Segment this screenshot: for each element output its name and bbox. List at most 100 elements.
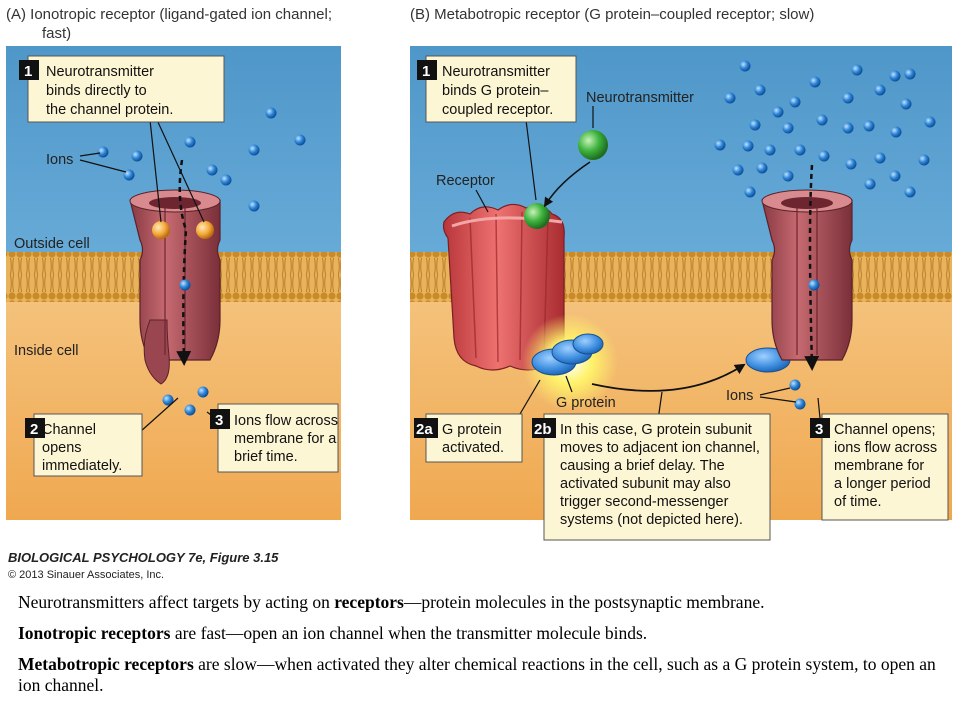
svg-text:Neurotransmitter: Neurotransmitter (442, 64, 550, 80)
ion-particle (97, 146, 109, 158)
caption-line-2: Ionotropic receptors are fast—open an io… (18, 623, 648, 643)
ion-particle (816, 114, 828, 126)
step-number: 2a (416, 421, 433, 438)
ion-particle (794, 144, 806, 156)
svg-text:systems (not depicted here).: systems (not depicted here). (560, 512, 743, 528)
ion-particle (206, 164, 218, 176)
step-number: 2 (30, 421, 38, 438)
step-box-3b: 3 Channel opens; ions flow across membra… (810, 413, 949, 521)
ion-particle (889, 70, 901, 82)
panel-b: (B) Metabotropic receptor (G protein–cou… (410, 6, 952, 541)
svg-text:binds directly to: binds directly to (46, 83, 147, 99)
label-neurotransmitter: Neurotransmitter (586, 90, 694, 106)
ion-particle (842, 122, 854, 134)
ion-particle (220, 174, 232, 186)
label-ions-a: Ions (46, 152, 73, 168)
step-box-2a: 2 Channel opens immediately. (25, 413, 143, 477)
svg-text:the channel protein.: the channel protein. (46, 102, 173, 118)
svg-text:opens: opens (42, 440, 82, 456)
ion-particle (756, 162, 768, 174)
svg-text:In this case, G protein subuni: In this case, G protein subunit (560, 422, 752, 438)
neurotransmitter-bound-b (524, 203, 550, 229)
svg-text:Neurotransmitter: Neurotransmitter (46, 64, 154, 80)
ion-particle (732, 164, 744, 176)
svg-text:activated subunit may also: activated subunit may also (560, 476, 731, 492)
svg-text:binds G protein–: binds G protein– (442, 83, 549, 99)
ion-particle (782, 170, 794, 182)
step-box-1a: 1 Neurotransmitter binds directly to the… (19, 55, 225, 123)
ion-particle (904, 68, 916, 80)
ion-particle (184, 404, 196, 416)
ion-particle (794, 398, 806, 410)
g-protein (531, 333, 604, 376)
label-g-protein: G protein (556, 395, 616, 411)
ion-particle (772, 106, 784, 118)
label-outside-cell: Outside cell (14, 236, 90, 252)
svg-text:G protein: G protein (442, 422, 502, 438)
svg-text:Ions flow across: Ions flow across (234, 413, 338, 429)
ion-particle (889, 170, 901, 182)
neurotransmitter-bound-right (196, 221, 214, 239)
panel-a: (A) Ionotropic receptor (ligand-gated io… (6, 6, 341, 520)
step-number: 1 (422, 63, 430, 80)
ion-particle (904, 186, 916, 198)
copyright-line: © 2013 Sinauer Associates, Inc. (8, 569, 164, 581)
ion-particle (789, 379, 801, 391)
panel-a-title-line2: fast) (42, 25, 71, 42)
step-number: 3 (215, 412, 223, 429)
ion-particle (754, 84, 766, 96)
step-number: 3 (815, 421, 823, 438)
ion-particle (818, 150, 830, 162)
label-inside-cell: Inside cell (14, 343, 78, 359)
ions-panel-a (97, 107, 306, 416)
ions-leader-a (79, 152, 101, 157)
caption-line-1: Neurotransmitters affect targets by acti… (18, 592, 765, 612)
ion-particle (248, 200, 260, 212)
ion-particle (184, 136, 196, 148)
ion-particle (744, 186, 756, 198)
svg-text:membrane for a: membrane for a (234, 431, 337, 447)
svg-text:of time.: of time. (834, 494, 882, 510)
svg-text:immediately.: immediately. (42, 458, 122, 474)
step-number: 2b (534, 421, 552, 438)
ion-particle (742, 140, 754, 152)
ions-panel-b (714, 60, 936, 410)
svg-text:brief time.: brief time. (234, 449, 298, 465)
step-box-1b: 1 Neurotransmitter binds G protein– coup… (417, 55, 577, 123)
ion-particle (918, 154, 930, 166)
panel-a-title-line1: (A) Ionotropic receptor (ligand-gated io… (6, 6, 332, 23)
ion-particle (179, 279, 191, 291)
label-receptor: Receptor (436, 173, 495, 189)
svg-text:Channel: Channel (42, 422, 96, 438)
ion-particle (808, 279, 820, 291)
subunit-move-arrow (591, 363, 746, 392)
ion-particle (749, 119, 761, 131)
panel-b-title: (B) Metabotropic receptor (G protein–cou… (410, 6, 814, 23)
label-ions-b: Ions (726, 388, 753, 404)
svg-text:causing a brief delay. The: causing a brief delay. The (560, 458, 725, 474)
ion-particle (131, 150, 143, 162)
ion-particle (845, 158, 857, 170)
step-box-2b: 2b In this case, G protein subunit moves… (532, 413, 771, 541)
ion-particle (789, 96, 801, 108)
ion-particle (714, 139, 726, 151)
step-box-3a: 3 Ions flow across membrane for a brief … (210, 403, 339, 473)
ion-particle (863, 120, 875, 132)
caption-line-3: Metabotropic receptors are slow—when act… (18, 654, 936, 695)
svg-text:trigger second-messenger: trigger second-messenger (560, 494, 729, 510)
figure-credit: BIOLOGICAL PSYCHOLOGY 7e, Figure 3.15 (8, 550, 279, 565)
ion-particle (265, 107, 277, 119)
ion-particle (874, 152, 886, 164)
ion-particle (874, 84, 886, 96)
svg-text:membrane for: membrane for (834, 458, 924, 474)
ion-particle (123, 169, 135, 181)
ion-particle (900, 98, 912, 110)
svg-text:ions flow across: ions flow across (834, 440, 937, 456)
ion-particle (924, 116, 936, 128)
caption: Neurotransmitters affect targets by acti… (18, 592, 948, 696)
ion-particle (197, 386, 209, 398)
ion-particle (764, 144, 776, 156)
ion-particle (294, 134, 306, 146)
svg-text:a longer period: a longer period (834, 476, 931, 492)
